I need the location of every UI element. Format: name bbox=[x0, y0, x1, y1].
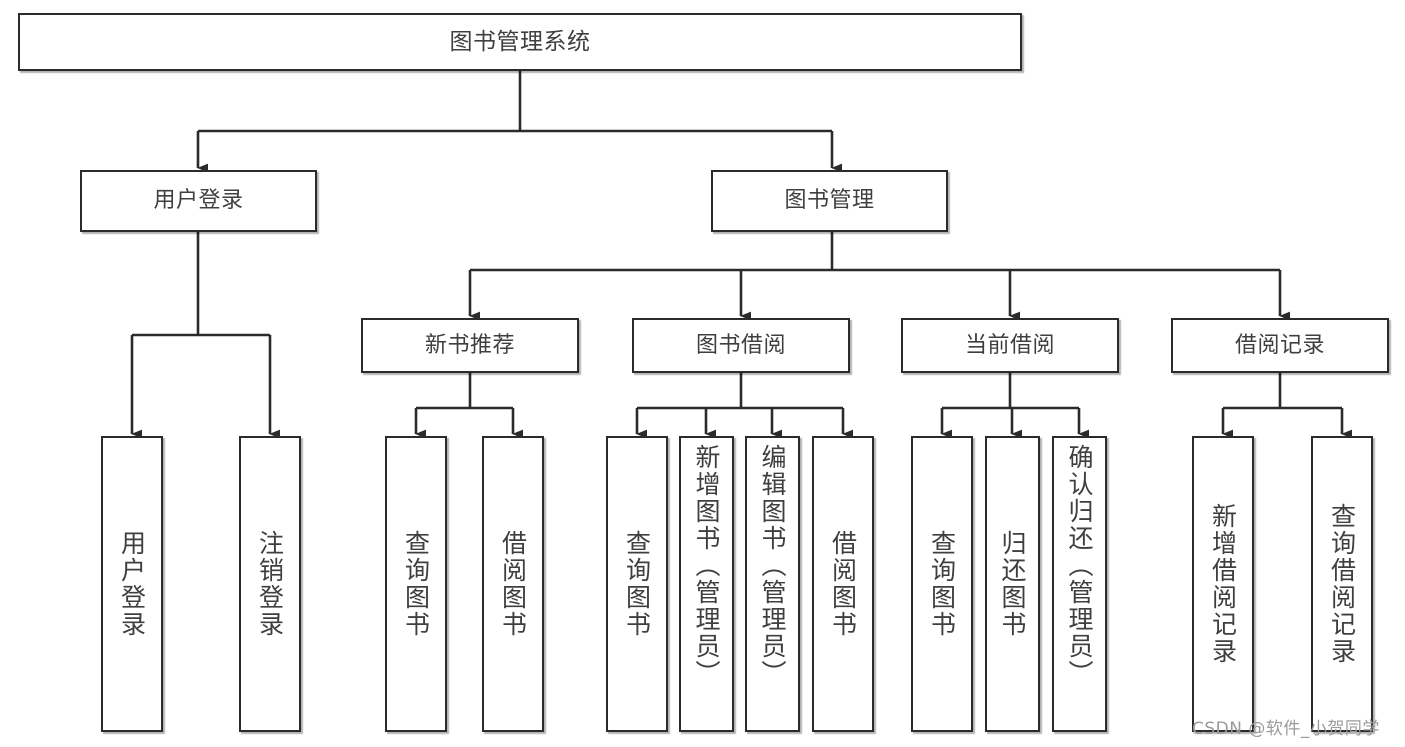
node-leaf-return-book[interactable]: 归还图书 bbox=[985, 436, 1040, 732]
node-current-borrow[interactable]: 当前借阅 bbox=[901, 318, 1119, 373]
node-leaf-query-borrow-record[interactable]: 查询借阅记录 bbox=[1311, 436, 1373, 732]
node-leaf-user-login[interactable]: 用户登录 bbox=[101, 436, 163, 732]
node-user-login-label: 用户登录 bbox=[153, 188, 244, 214]
node-user-login[interactable]: 用户登录 bbox=[80, 170, 317, 232]
node-leaf-edit-book-admin-label: 编辑图书（管理员） bbox=[758, 444, 787, 687]
node-book-borrow[interactable]: 图书借阅 bbox=[632, 318, 850, 373]
node-current-borrow-label: 当前借阅 bbox=[964, 332, 1055, 358]
node-leaf-query-book-3-label: 查询图书 bbox=[927, 530, 957, 638]
node-leaf-confirm-return-admin[interactable]: 确认归还（管理员） bbox=[1052, 436, 1107, 732]
node-leaf-borrow-book-1-label: 借阅图书 bbox=[498, 530, 528, 638]
node-new-book-recommend-label: 新书推荐 bbox=[424, 332, 515, 358]
node-root-system-label: 图书管理系统 bbox=[449, 28, 591, 55]
node-leaf-borrow-book-2[interactable]: 借阅图书 bbox=[812, 436, 874, 732]
node-leaf-query-book-2[interactable]: 查询图书 bbox=[606, 436, 668, 732]
node-leaf-add-book-admin[interactable]: 新增图书（管理员） bbox=[679, 436, 734, 732]
node-leaf-add-borrow-record-label: 新增借阅记录 bbox=[1208, 503, 1238, 665]
node-leaf-confirm-return-admin-label: 确认归还（管理员） bbox=[1065, 444, 1094, 687]
node-book-borrow-label: 图书借阅 bbox=[695, 332, 786, 358]
node-borrow-record-label: 借阅记录 bbox=[1234, 332, 1325, 358]
node-book-manage[interactable]: 图书管理 bbox=[711, 170, 948, 232]
node-leaf-add-borrow-record[interactable]: 新增借阅记录 bbox=[1192, 436, 1254, 732]
node-leaf-query-borrow-record-label: 查询借阅记录 bbox=[1327, 503, 1357, 665]
node-leaf-query-book-1[interactable]: 查询图书 bbox=[385, 436, 447, 732]
node-leaf-borrow-book-2-label: 借阅图书 bbox=[828, 530, 858, 638]
node-leaf-query-book-2-label: 查询图书 bbox=[622, 530, 652, 638]
node-leaf-borrow-book-1[interactable]: 借阅图书 bbox=[482, 436, 544, 732]
node-leaf-query-book-1-label: 查询图书 bbox=[401, 530, 431, 638]
node-leaf-user-login-label: 用户登录 bbox=[117, 530, 147, 638]
node-leaf-return-book-label: 归还图书 bbox=[998, 530, 1027, 638]
node-leaf-edit-book-admin[interactable]: 编辑图书（管理员） bbox=[745, 436, 800, 732]
csdn-watermark: CSDN @软件_小贺同学 bbox=[1192, 719, 1380, 739]
node-book-manage-label: 图书管理 bbox=[784, 188, 875, 214]
node-leaf-logout-login-label: 注销登录 bbox=[255, 530, 285, 638]
node-borrow-record[interactable]: 借阅记录 bbox=[1171, 318, 1389, 373]
node-leaf-query-book-3[interactable]: 查询图书 bbox=[911, 436, 973, 732]
node-leaf-logout-login[interactable]: 注销登录 bbox=[239, 436, 301, 732]
node-leaf-add-book-admin-label: 新增图书（管理员） bbox=[692, 444, 721, 687]
node-new-book-recommend[interactable]: 新书推荐 bbox=[361, 318, 579, 373]
node-root-system[interactable]: 图书管理系统 bbox=[18, 13, 1022, 71]
